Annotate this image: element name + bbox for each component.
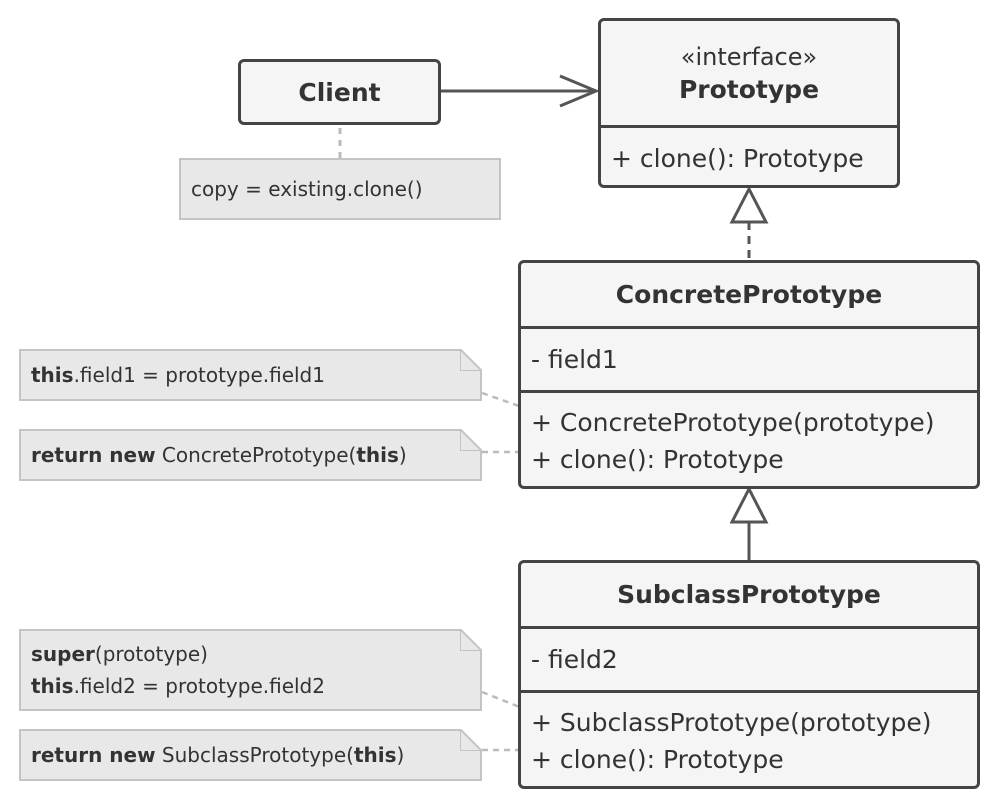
- concrete-prototype-class[interactable]: ConcretePrototype - field1 + ConcretePro…: [518, 260, 980, 489]
- prototype-stereotype: «interface»: [680, 42, 818, 71]
- client-box[interactable]: Client: [238, 59, 441, 125]
- realization-arrowhead: [729, 185, 769, 224]
- note-fold-icon: [460, 629, 482, 651]
- keyword: return new: [31, 743, 156, 767]
- subclass-constructor: + SubclassPrototype(prototype): [531, 708, 932, 737]
- note-link-concrete-ctor: [481, 391, 523, 409]
- note-code: (prototype): [94, 642, 208, 666]
- note-code: ): [398, 443, 407, 467]
- concrete-prototype-name: ConcretePrototype: [615, 280, 883, 309]
- prototype-clone-method: + clone(): Prototype: [611, 143, 864, 173]
- note-code: ): [396, 743, 405, 767]
- keyword: super: [31, 642, 95, 666]
- keyword: this: [353, 743, 397, 767]
- note-code: ConcretePrototype(: [155, 443, 357, 467]
- subclass-ctor-note-line2: this.field2 = prototype.field2: [31, 674, 470, 698]
- inheritance-arrowhead: [729, 485, 769, 524]
- subclass-clone-note-text: return new SubclassPrototype(this): [31, 743, 470, 767]
- subclass-ctor-note-line1: super(prototype): [31, 642, 470, 666]
- concrete-ctor-note: this.field1 = prototype.field1: [19, 349, 482, 401]
- keyword: this: [31, 674, 74, 698]
- note-link-subclass-ctor: [481, 690, 523, 710]
- subclass-ctor-note: super(prototype) this.field2 = prototype…: [19, 629, 482, 711]
- concrete-field1: - field1: [531, 345, 618, 374]
- concrete-clone-method: + clone(): Prototype: [531, 445, 784, 474]
- concrete-clone-note: return new ConcretePrototype(this): [19, 429, 482, 481]
- client-note: copy = existing.clone(): [179, 158, 501, 220]
- subclass-clone-note: return new SubclassPrototype(this): [19, 729, 482, 781]
- note-code: .field2 = prototype.field2: [73, 674, 325, 698]
- note-code: SubclassPrototype(: [155, 743, 354, 767]
- prototype-name: Prototype: [678, 74, 820, 104]
- note-fold-icon: [460, 429, 482, 451]
- subclass-field2: - field2: [531, 645, 618, 674]
- note-code: .field1 = prototype.field1: [73, 363, 325, 387]
- prototype-class[interactable]: «interface» Prototype + clone(): Prototy…: [598, 18, 900, 188]
- note-fold-icon: [460, 349, 482, 371]
- association-arrowhead: [559, 74, 600, 108]
- subclass-prototype-class[interactable]: SubclassPrototype - field2 + SubclassPro…: [518, 560, 980, 789]
- keyword: this: [31, 363, 74, 387]
- concrete-ctor-note-text: this.field1 = prototype.field1: [31, 363, 470, 387]
- concrete-clone-note-text: return new ConcretePrototype(this): [31, 443, 470, 467]
- client-note-text: copy = existing.clone(): [191, 177, 423, 201]
- subclass-clone-method: + clone(): Prototype: [531, 745, 784, 774]
- concrete-constructor: + ConcretePrototype(prototype): [531, 408, 935, 437]
- keyword: this: [356, 443, 399, 467]
- subclass-prototype-name: SubclassPrototype: [617, 580, 881, 609]
- note-fold-icon: [460, 729, 482, 751]
- client-label: Client: [298, 77, 381, 107]
- keyword: return new: [31, 443, 156, 467]
